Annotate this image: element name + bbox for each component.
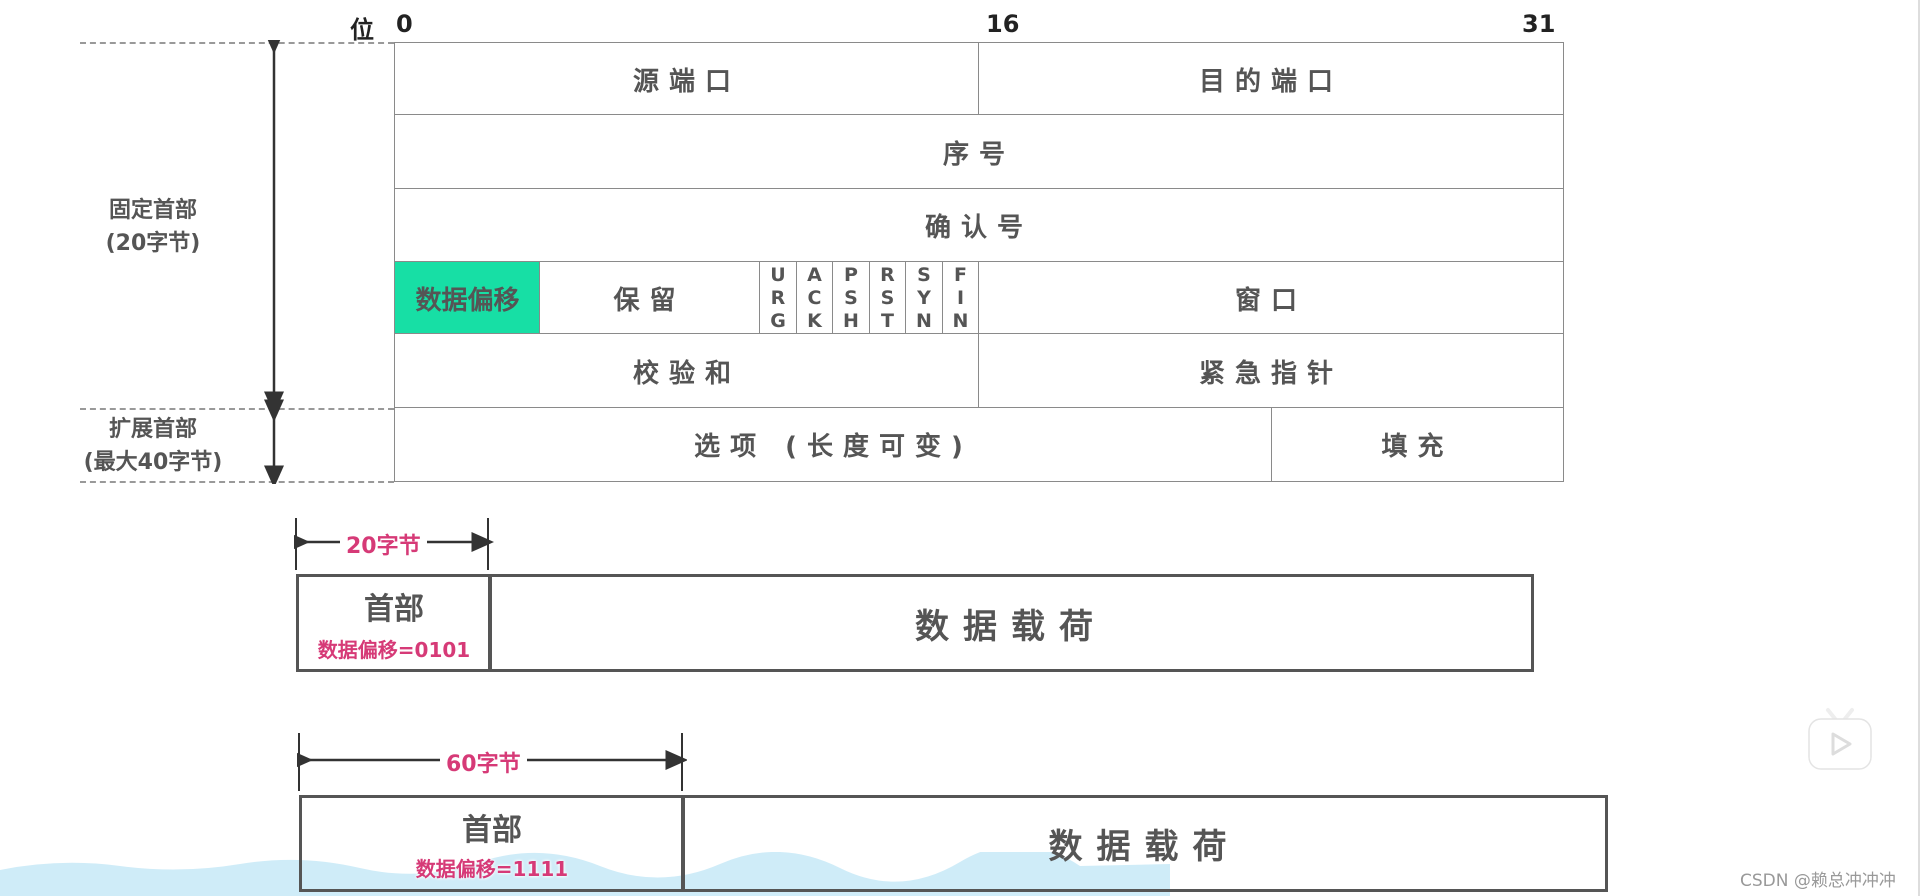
divider-fixed-end (80, 408, 394, 410)
fixed-header-label: 固定首部(20字节) (105, 198, 201, 256)
segment-header-2: 首部 数据偏移=1111 (299, 795, 685, 892)
flag-name: PSH (840, 263, 862, 333)
bit-16: 16 (986, 10, 1020, 38)
flag-urg: URG (759, 261, 797, 335)
height-arrows (264, 40, 284, 484)
sequence-number-field: 序号 (394, 114, 1564, 190)
bit-0: 0 (396, 10, 413, 38)
ack-number-field: 确认号 (394, 188, 1564, 263)
divider-ext-end (80, 481, 394, 483)
flag-psh: PSH (832, 261, 870, 335)
flag-name: URG (767, 263, 789, 333)
reserved-field: 保留 (539, 261, 760, 335)
window-field: 窗口 (978, 261, 1564, 335)
padding-field: 填充 (1271, 407, 1564, 482)
watermark: CSDN @赖总冲冲冲 (1740, 871, 1896, 891)
right-edge (1918, 0, 1920, 896)
urgent-pointer-field: 紧急指针 (978, 333, 1564, 409)
bit-31: 31 (1522, 10, 1556, 38)
segment-header-1: 首部 数据偏移=0101 (296, 574, 492, 672)
source-port-field: 源端口 (394, 42, 980, 116)
tv-play-icon[interactable] (1806, 706, 1874, 772)
destination-port-field: 目的端口 (978, 42, 1564, 116)
extended-header-label: 扩展首部(最大40字节) (83, 417, 223, 475)
flag-syn: SYN (905, 261, 943, 335)
bit-axis-label: 位 (350, 16, 374, 44)
width-label-1: 20字节 (340, 528, 427, 560)
divider-top (80, 42, 394, 44)
segment-payload-1: 数据载荷 (488, 574, 1534, 672)
width-label-2: 60字节 (440, 746, 527, 778)
segment-payload-2: 数据载荷 (681, 795, 1608, 892)
flag-ack: ACK (795, 261, 834, 335)
flag-name: ACK (803, 263, 826, 333)
checksum-field: 校验和 (394, 333, 980, 409)
flag-name: SYN (913, 263, 935, 333)
wave-overlay (0, 852, 1170, 896)
flag-name: RST (876, 263, 899, 333)
flag-fin: FIN (941, 261, 980, 335)
flag-rst: RST (868, 261, 907, 335)
options-field: 选项 (长度可变) (394, 407, 1273, 482)
flag-name: FIN (949, 263, 972, 333)
data-offset-field: 数据偏移 (394, 261, 541, 335)
